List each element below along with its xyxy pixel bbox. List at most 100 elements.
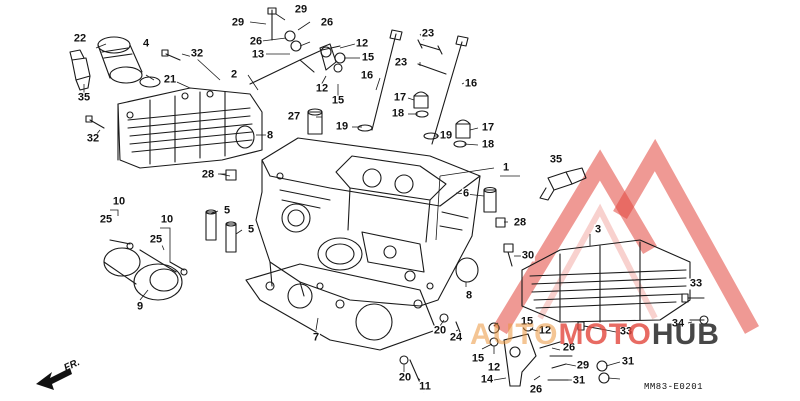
bolt-32-upper: [161, 49, 181, 61]
callout: 12: [314, 82, 330, 95]
leader-lines: [83, 13, 693, 381]
callout: 26: [561, 341, 577, 354]
bolt-34: [689, 315, 709, 325]
plug-cap-upper: [235, 125, 255, 149]
callout: 14: [479, 373, 495, 386]
callout: 1: [501, 161, 511, 174]
callout: 28: [200, 168, 216, 181]
callout: 35: [548, 153, 564, 166]
washer-19-left: [357, 124, 373, 132]
callout: 26: [528, 383, 544, 396]
bolt-30: [503, 243, 514, 267]
watermark-logo-icon: [493, 138, 759, 335]
callout: 10: [111, 195, 127, 208]
watermark-text: AUTOMOTOHUB: [470, 318, 720, 352]
callout: 11: [418, 380, 432, 393]
callout: 29: [230, 16, 246, 29]
callout: 21: [162, 73, 178, 86]
callout: 25: [148, 233, 164, 246]
callout: 28: [512, 216, 528, 229]
callout: 33: [688, 277, 704, 290]
callout: 26: [248, 35, 264, 48]
cap-nut-17-right: [455, 119, 471, 139]
callout: 18: [390, 107, 406, 120]
callout: 33: [618, 325, 634, 338]
left-head-cover: [117, 87, 263, 169]
stud-16-right: [431, 35, 469, 145]
dowel-6: [483, 186, 497, 213]
callout: 12: [537, 324, 553, 337]
bolt-20-upper: [439, 313, 449, 323]
callout: 13: [250, 48, 266, 61]
callout: 32: [85, 132, 101, 145]
insulator-9: [103, 239, 188, 301]
cylinder-head-main: [255, 137, 481, 307]
callout: 15: [360, 51, 376, 64]
callout: 20: [432, 324, 448, 337]
callout: 10: [159, 213, 175, 226]
callout: 23: [420, 27, 436, 40]
callout: 5: [246, 223, 256, 236]
callout: 29: [575, 359, 591, 372]
bolt-24: [455, 321, 461, 333]
callout: 15: [470, 352, 486, 365]
callout: 24: [448, 331, 464, 344]
stud-23-lower: [417, 63, 447, 75]
front-direction-arrow-icon: [36, 368, 72, 390]
plug-cap-lower: [455, 257, 479, 283]
callout: 15: [519, 315, 535, 328]
callout: 12: [354, 37, 370, 50]
pin-28-left: [225, 169, 237, 181]
callout: 30: [520, 249, 536, 262]
callout: 25: [98, 213, 114, 226]
callout: 22: [72, 32, 88, 45]
callout: 18: [480, 138, 496, 151]
callout: 17: [480, 121, 496, 134]
dowel-5-left: [205, 209, 217, 241]
callout: 16: [463, 77, 479, 90]
callout: 16: [359, 69, 375, 82]
right-head-cover: [521, 239, 691, 323]
callout: 35: [76, 91, 92, 104]
callout: 8: [265, 129, 275, 142]
pin-28-right: [495, 217, 506, 228]
callout: 34: [670, 317, 686, 330]
callout: 19: [334, 120, 350, 133]
dowel-5-right: [225, 221, 237, 253]
callout: 31: [620, 355, 636, 368]
callout: 12: [486, 361, 502, 374]
callout: 3: [593, 223, 603, 236]
callout: 2: [229, 68, 239, 81]
watermark-part2: MOTO: [558, 318, 652, 351]
callout: 19: [438, 129, 454, 142]
callout: 5: [222, 204, 232, 217]
callout: 4: [141, 37, 151, 50]
spark-plug-right: [539, 167, 587, 201]
callout: 17: [392, 91, 408, 104]
callout: 6: [461, 187, 471, 200]
stud-23-upper: [417, 39, 443, 55]
bolt-32-lower: [85, 115, 105, 129]
bolt-33-lower: [577, 321, 607, 331]
cap-nut-17-left: [413, 91, 429, 109]
callout: 27: [286, 110, 302, 123]
spark-plug-left: [69, 49, 91, 91]
drawing-code: MM83-E0201: [644, 382, 704, 392]
callout: 7: [311, 331, 321, 344]
callout: 23: [393, 56, 409, 69]
callout: 29: [293, 3, 309, 16]
bracket-assembly-upper: [249, 7, 346, 85]
head-gasket: [245, 263, 437, 351]
stud-16-left: [371, 29, 403, 131]
watermark-part1: AUTO: [470, 318, 559, 351]
callout: 32: [189, 47, 205, 60]
callout: 26: [319, 16, 335, 29]
dowel-27: [307, 108, 323, 135]
callout: 8: [464, 289, 474, 302]
intake-boot: [97, 36, 161, 88]
bolt-33-upper: [681, 293, 705, 303]
callout: 20: [397, 371, 413, 384]
callout: 31: [571, 374, 587, 387]
